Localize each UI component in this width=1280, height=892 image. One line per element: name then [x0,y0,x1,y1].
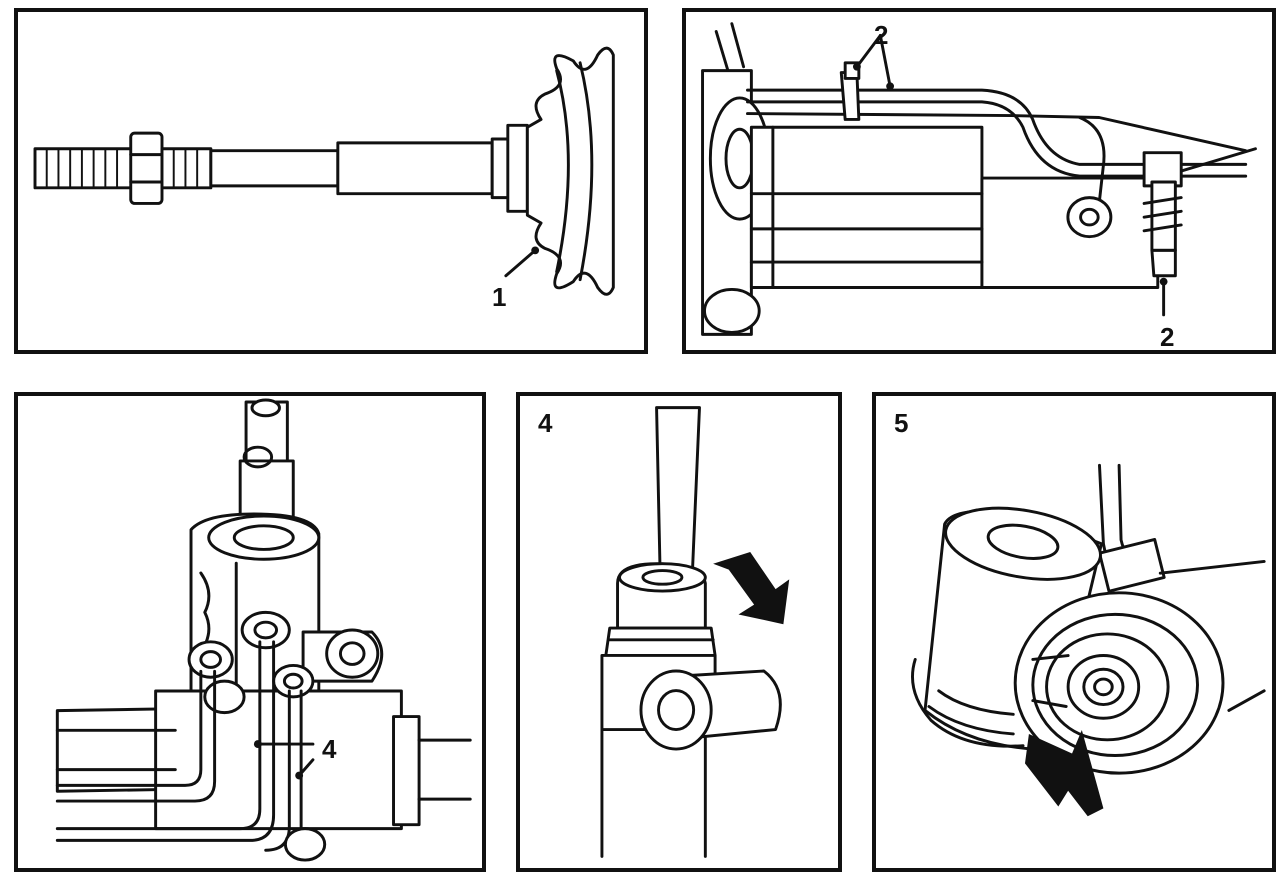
step-number: 5 [894,408,909,438]
panel-valve-lines: 4 4 [14,392,486,872]
panel-step-4: 4 [516,392,842,872]
step-5-illustration [911,463,1266,817]
panel-tie-rod-boot: 1 [14,8,648,354]
panel-rack-clamps: 2 2 [682,8,1276,354]
arrow-icon [713,552,790,625]
step-number: 4 [538,408,553,438]
callout-clamp-bottom: 2 [1160,322,1175,352]
step-4-illustration [600,406,790,858]
valve-lines-illustration [55,398,472,862]
callout-line-upper: 4 [322,734,337,764]
rack-clamps-illustration [701,22,1257,336]
panel-step-5: 5 [872,392,1276,872]
tie-rod-boot-illustration [33,46,615,296]
arrow-icon [1024,730,1104,817]
callout-boot: 1 [492,282,507,312]
callout-clamp-top: 2 [874,20,889,50]
